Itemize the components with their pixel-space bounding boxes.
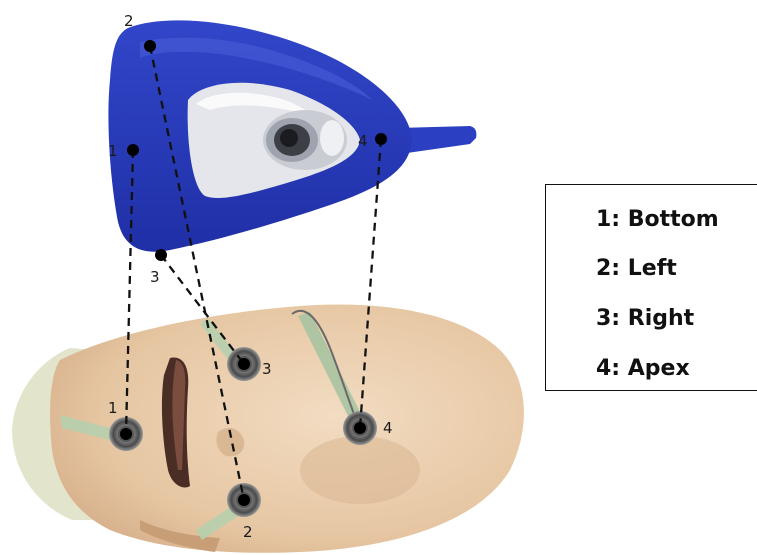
legend: 1: Bottom 2: Left 3: Right 4: Apex — [545, 184, 757, 391]
mask-label-4: 4 — [358, 132, 368, 150]
head-label-2: 2 — [243, 523, 253, 541]
mask-dot-3 — [155, 249, 167, 261]
legend-item-bottom: 1: Bottom — [596, 207, 719, 232]
head-label-1: 1 — [108, 399, 118, 417]
mask-dot-2 — [144, 40, 156, 52]
legend-item-apex: 4: Apex — [596, 356, 690, 381]
mask-dot-1 — [127, 144, 139, 156]
head-dot-4 — [354, 422, 366, 434]
head-dot-1 — [120, 428, 132, 440]
anesthesia-mask — [108, 20, 476, 251]
mask-dot-4 — [375, 133, 387, 145]
head-label-3: 3 — [262, 360, 272, 378]
mannequin-head — [12, 305, 524, 553]
legend-item-right: 3: Right — [596, 306, 694, 331]
mask-label-3: 3 — [150, 268, 160, 286]
mask-port — [263, 110, 347, 170]
mask-label-1: 1 — [108, 142, 118, 160]
mask-label-2: 2 — [124, 12, 134, 30]
head-dot-2 — [238, 494, 250, 506]
head-eye-shadow — [300, 436, 420, 504]
head-dot-3 — [238, 358, 250, 370]
head-label-4: 4 — [383, 419, 393, 437]
legend-item-left: 2: Left — [596, 256, 677, 281]
